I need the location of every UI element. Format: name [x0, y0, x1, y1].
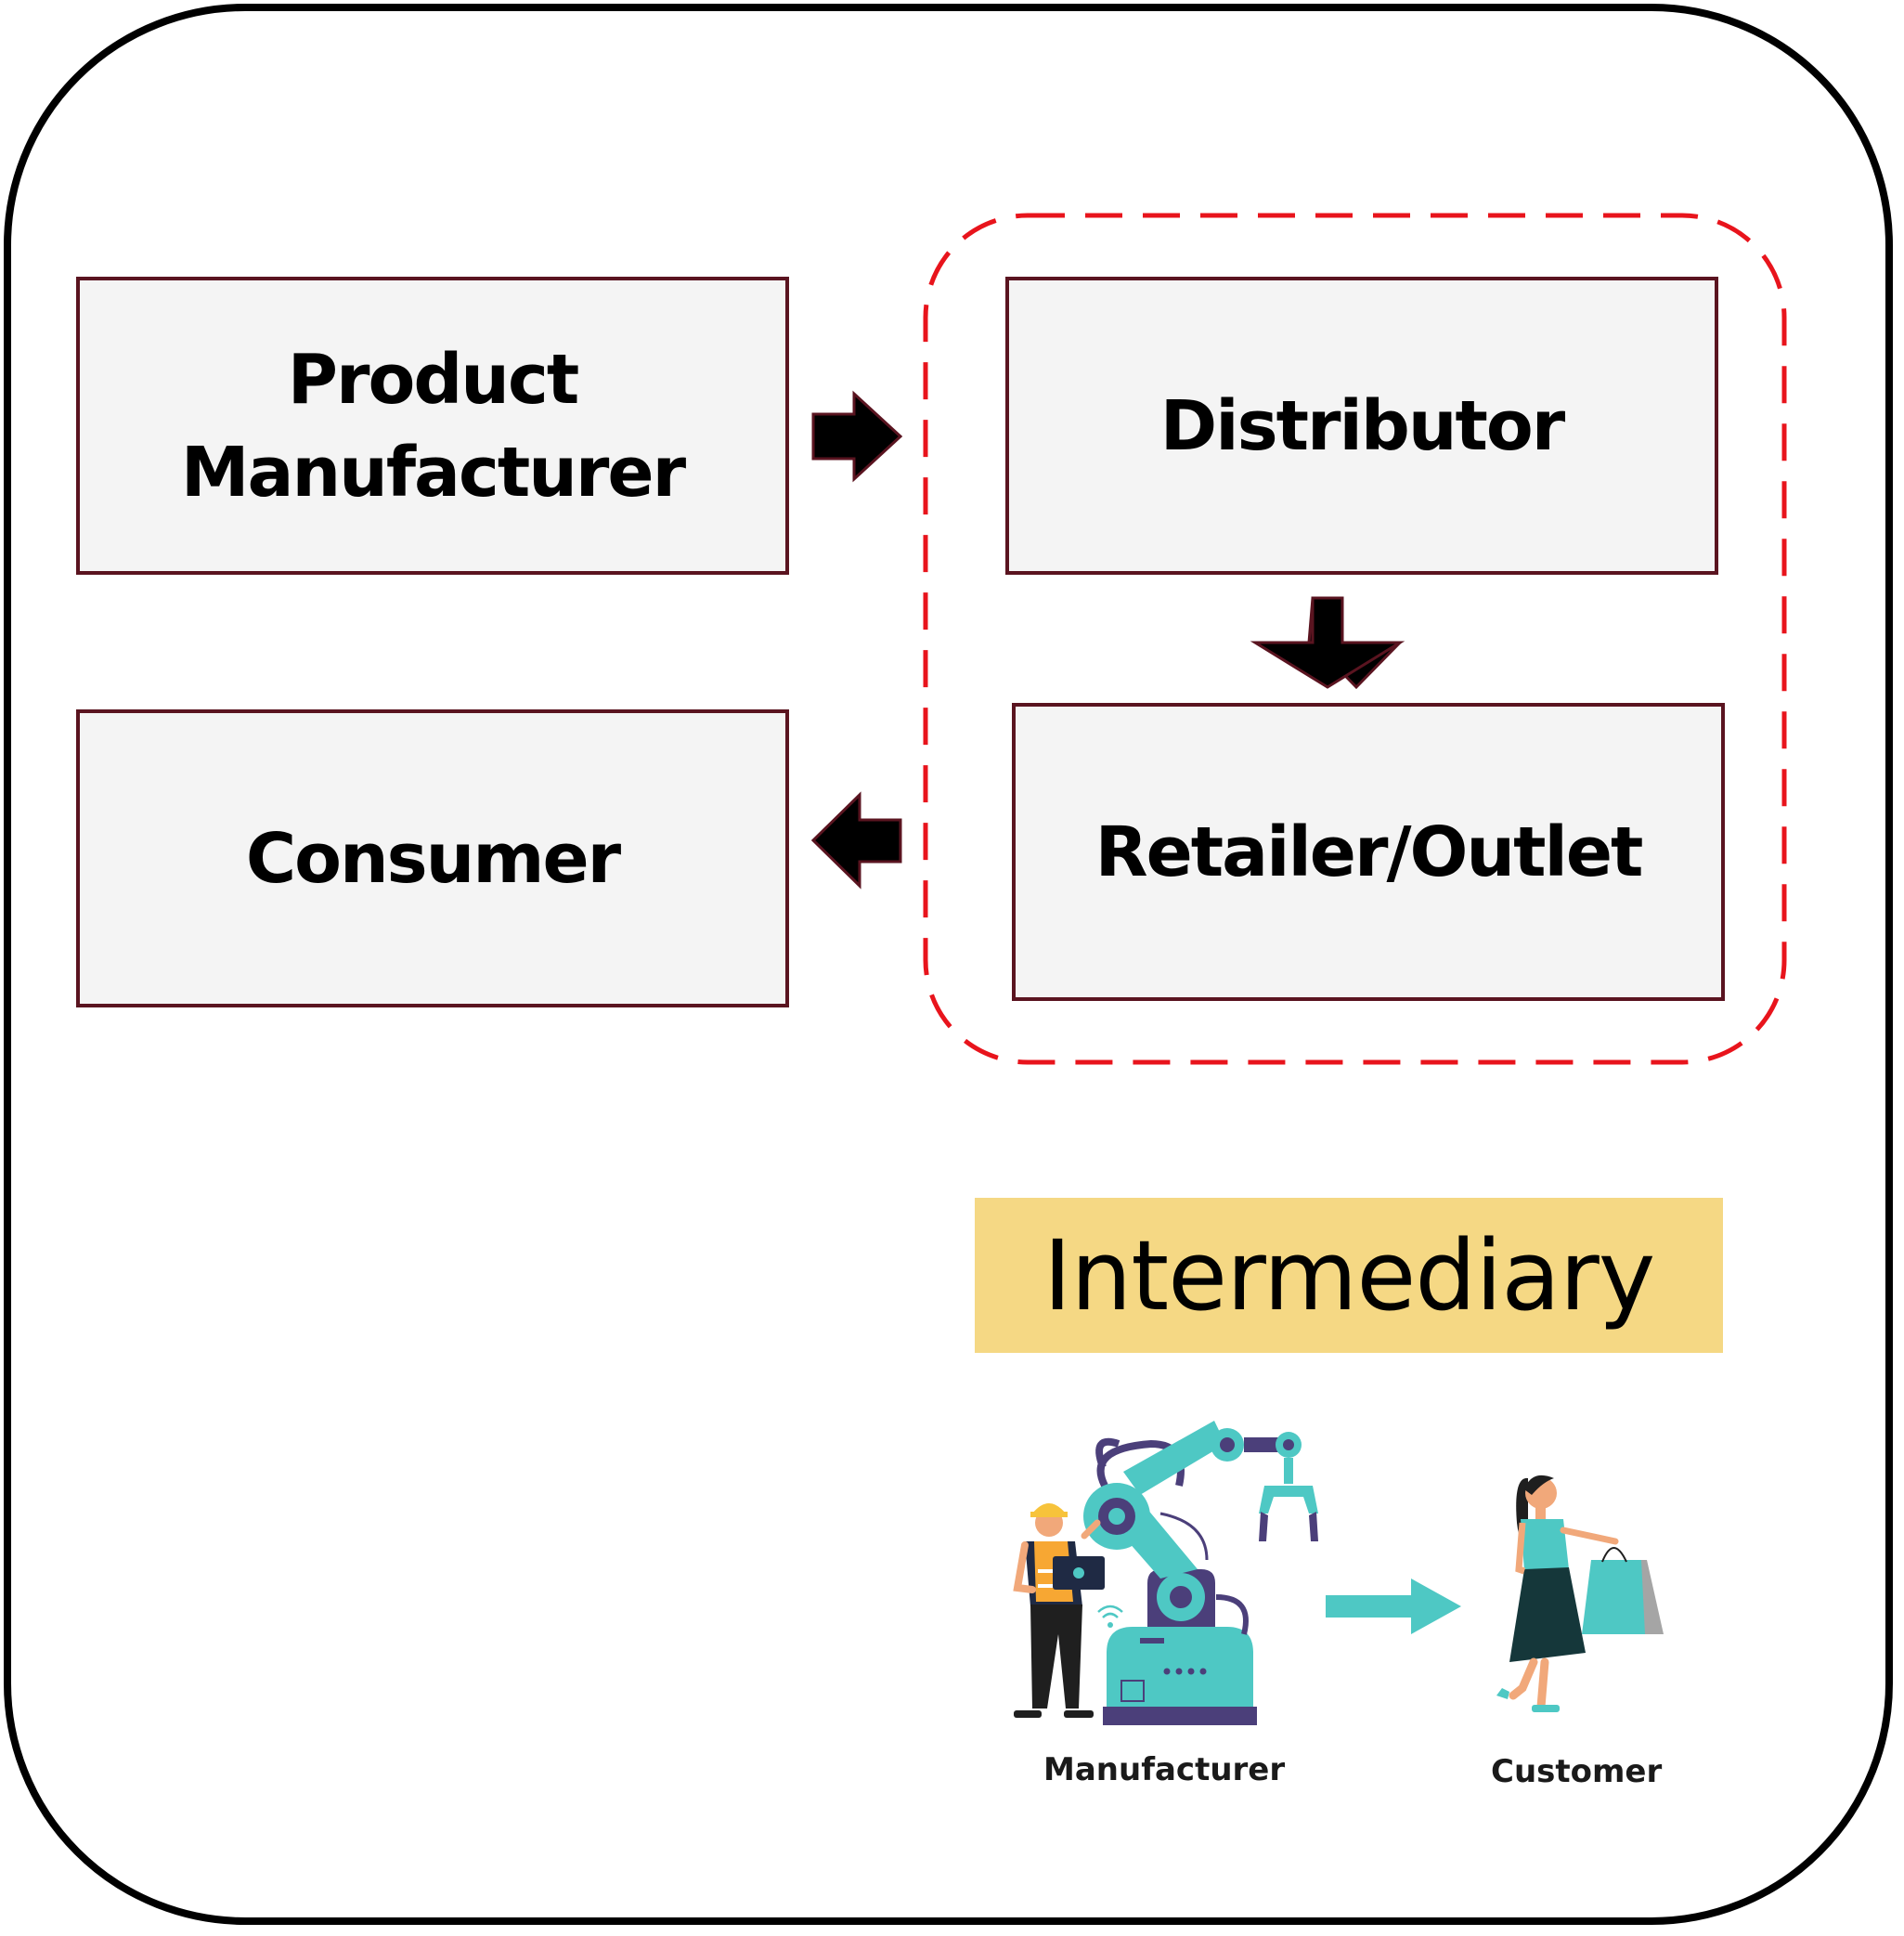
customer-caption: Customer [1491, 1753, 1663, 1790]
arrow-right-icon [811, 390, 903, 483]
product-manufacturer-label: Product Manufacturer [180, 339, 686, 513]
retailer-outlet-box: Retailer/Outlet [1012, 703, 1725, 1001]
distributor-label: Distributor [1159, 385, 1565, 466]
consumer-label: Consumer [245, 818, 621, 899]
flow-arrow-icon [1326, 1579, 1461, 1634]
intermediary-label: Intermediary [975, 1198, 1723, 1353]
manufacturer-illustration [1013, 1421, 1318, 1725]
manufacturer-caption: Manufacturer [1043, 1751, 1286, 1788]
customer-illustration [1496, 1475, 1664, 1712]
consumer-box: Consumer [76, 709, 789, 1007]
retailer-outlet-label: Retailer/Outlet [1094, 812, 1644, 892]
arrow-left-icon [810, 791, 902, 890]
distributor-box: Distributor [1005, 277, 1718, 575]
product-manufacturer-box: Product Manufacturer [76, 277, 789, 575]
